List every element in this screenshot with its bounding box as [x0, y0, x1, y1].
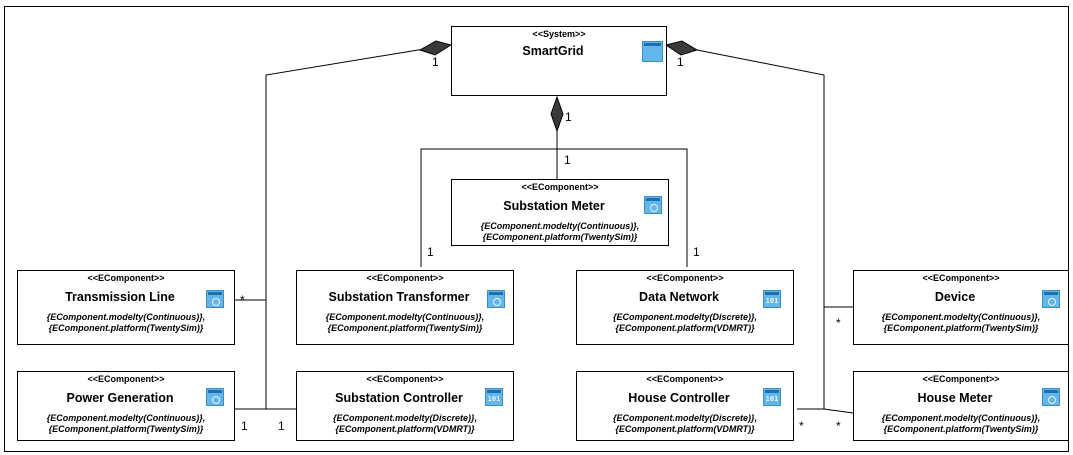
- stereotype-label: <<EComponent>>: [521, 182, 599, 192]
- constraint-platform: {EComponent.platform(TwentySim)}: [327, 323, 483, 333]
- multiplicity-label: 1: [432, 55, 439, 69]
- block-name: House Controller: [628, 391, 730, 405]
- stereotype-label: <<EComponent>>: [366, 374, 444, 384]
- continuous-component-icon: [1042, 290, 1060, 308]
- constraint-platform: {EComponent.platform(VDMRT)}: [615, 424, 755, 434]
- constraint-platform: {EComponent.platform(TwentySim)}: [883, 323, 1039, 333]
- constraint-modelty: {EComponent.modelty(Continuous)},: [480, 221, 640, 231]
- stereotype-label: <<EComponent>>: [646, 374, 724, 384]
- multiplicity-label: 1: [278, 419, 285, 433]
- multiplicity-label: 1: [241, 419, 248, 433]
- block-name: Transmission Line: [65, 290, 175, 304]
- constraint-modelty: {EComponent.modelty(Discrete)},: [612, 413, 758, 423]
- stereotype-label: <<EComponent>>: [922, 273, 1000, 283]
- block-name: Power Generation: [66, 391, 174, 405]
- block-name: Substation Controller: [335, 391, 463, 405]
- constraint-platform: {EComponent.platform(TwentySim)}: [482, 232, 638, 242]
- composition-diamond-center: [550, 95, 564, 133]
- constraint-modelty: {EComponent.modelty(Discrete)},: [612, 312, 758, 322]
- multiplicity-label: *: [240, 293, 245, 307]
- multiplicity-label: 1: [427, 245, 434, 259]
- continuous-component-icon: [206, 388, 224, 406]
- multiplicity-label: 1: [565, 110, 572, 124]
- stereotype-label: <<EComponent>>: [922, 374, 1000, 384]
- component-device[interactable]: <<EComponent>> Device {EComponent.modelt…: [853, 270, 1069, 345]
- block-name: Substation Transformer: [328, 290, 470, 304]
- component-transmission-line[interactable]: <<EComponent>> Transmission Line {ECompo…: [17, 270, 235, 345]
- component-data-network[interactable]: <<EComponent>> Data Network {EComponent.…: [576, 270, 794, 345]
- stereotype-label: <<EComponent>>: [87, 273, 165, 283]
- constraint-platform: {EComponent.platform(TwentySim)}: [48, 424, 204, 434]
- continuous-component-icon: [1042, 388, 1060, 406]
- block-name: Device: [934, 290, 976, 304]
- block-name: House Meter: [917, 391, 993, 405]
- multiplicity-label: 1: [693, 245, 700, 259]
- discrete-component-icon: 101: [763, 290, 781, 308]
- continuous-component-icon: [487, 290, 505, 308]
- multiplicity-label: 1: [564, 153, 571, 167]
- constraint-platform: {EComponent.platform(TwentySim)}: [883, 424, 1039, 434]
- constraint-modelty: {EComponent.modelty(Continuous)},: [881, 413, 1041, 423]
- block-name: Substation Meter: [503, 199, 605, 213]
- continuous-component-icon: [206, 290, 224, 308]
- component-house-meter[interactable]: <<EComponent>> House Meter {EComponent.m…: [853, 371, 1069, 441]
- diagram-frame: [4, 6, 1069, 452]
- composition-center: [420, 129, 688, 267]
- composition-left: [235, 48, 425, 410]
- system-block-smartgrid[interactable]: <<System>> SmartGrid: [451, 26, 667, 96]
- multiplicity-label: *: [799, 419, 804, 433]
- constraint-modelty: {EComponent.modelty(Continuous)},: [46, 413, 206, 423]
- constraint-platform: {EComponent.platform(TwentySim)}: [48, 323, 204, 333]
- block-name: Data Network: [639, 290, 719, 304]
- constraint-platform: {EComponent.platform(VDMRT)}: [335, 424, 475, 434]
- composition-right: [691, 48, 854, 414]
- stereotype-label: <<System>>: [532, 29, 586, 39]
- composition-diamond-left: [418, 40, 453, 56]
- component-substation-controller[interactable]: <<EComponent>> Substation Controller {EC…: [296, 371, 514, 441]
- constraint-modelty: {EComponent.modelty(Continuous)},: [881, 312, 1041, 322]
- composition-diamond-right: [664, 40, 699, 56]
- constraint-modelty: {EComponent.modelty(Discrete)},: [332, 413, 478, 423]
- component-house-controller[interactable]: <<EComponent>> House Controller {ECompon…: [576, 371, 794, 441]
- stereotype-label: <<EComponent>>: [366, 273, 444, 283]
- continuous-component-icon: [644, 196, 662, 214]
- multiplicity-label: *: [836, 316, 841, 330]
- constraint-modelty: {EComponent.modelty(Continuous)},: [325, 312, 485, 322]
- stereotype-label: <<EComponent>>: [87, 374, 165, 384]
- discrete-component-icon: 101: [763, 388, 781, 406]
- component-substation-transformer[interactable]: <<EComponent>> Substation Transformer {E…: [296, 270, 514, 345]
- discrete-component-icon: 101: [485, 388, 503, 406]
- system-icon: [642, 41, 663, 62]
- multiplicity-label: 1: [677, 55, 684, 69]
- multiplicity-label: *: [836, 419, 841, 433]
- constraint-platform: {EComponent.platform(VDMRT)}: [615, 323, 755, 333]
- component-substation-meter[interactable]: <<EComponent>> Substation Meter {ECompon…: [451, 179, 669, 246]
- stereotype-label: <<EComponent>>: [646, 273, 724, 283]
- constraint-modelty: {EComponent.modelty(Continuous)},: [46, 312, 206, 322]
- block-name: SmartGrid: [522, 44, 584, 58]
- component-power-generation[interactable]: <<EComponent>> Power Generation {ECompon…: [17, 371, 235, 441]
